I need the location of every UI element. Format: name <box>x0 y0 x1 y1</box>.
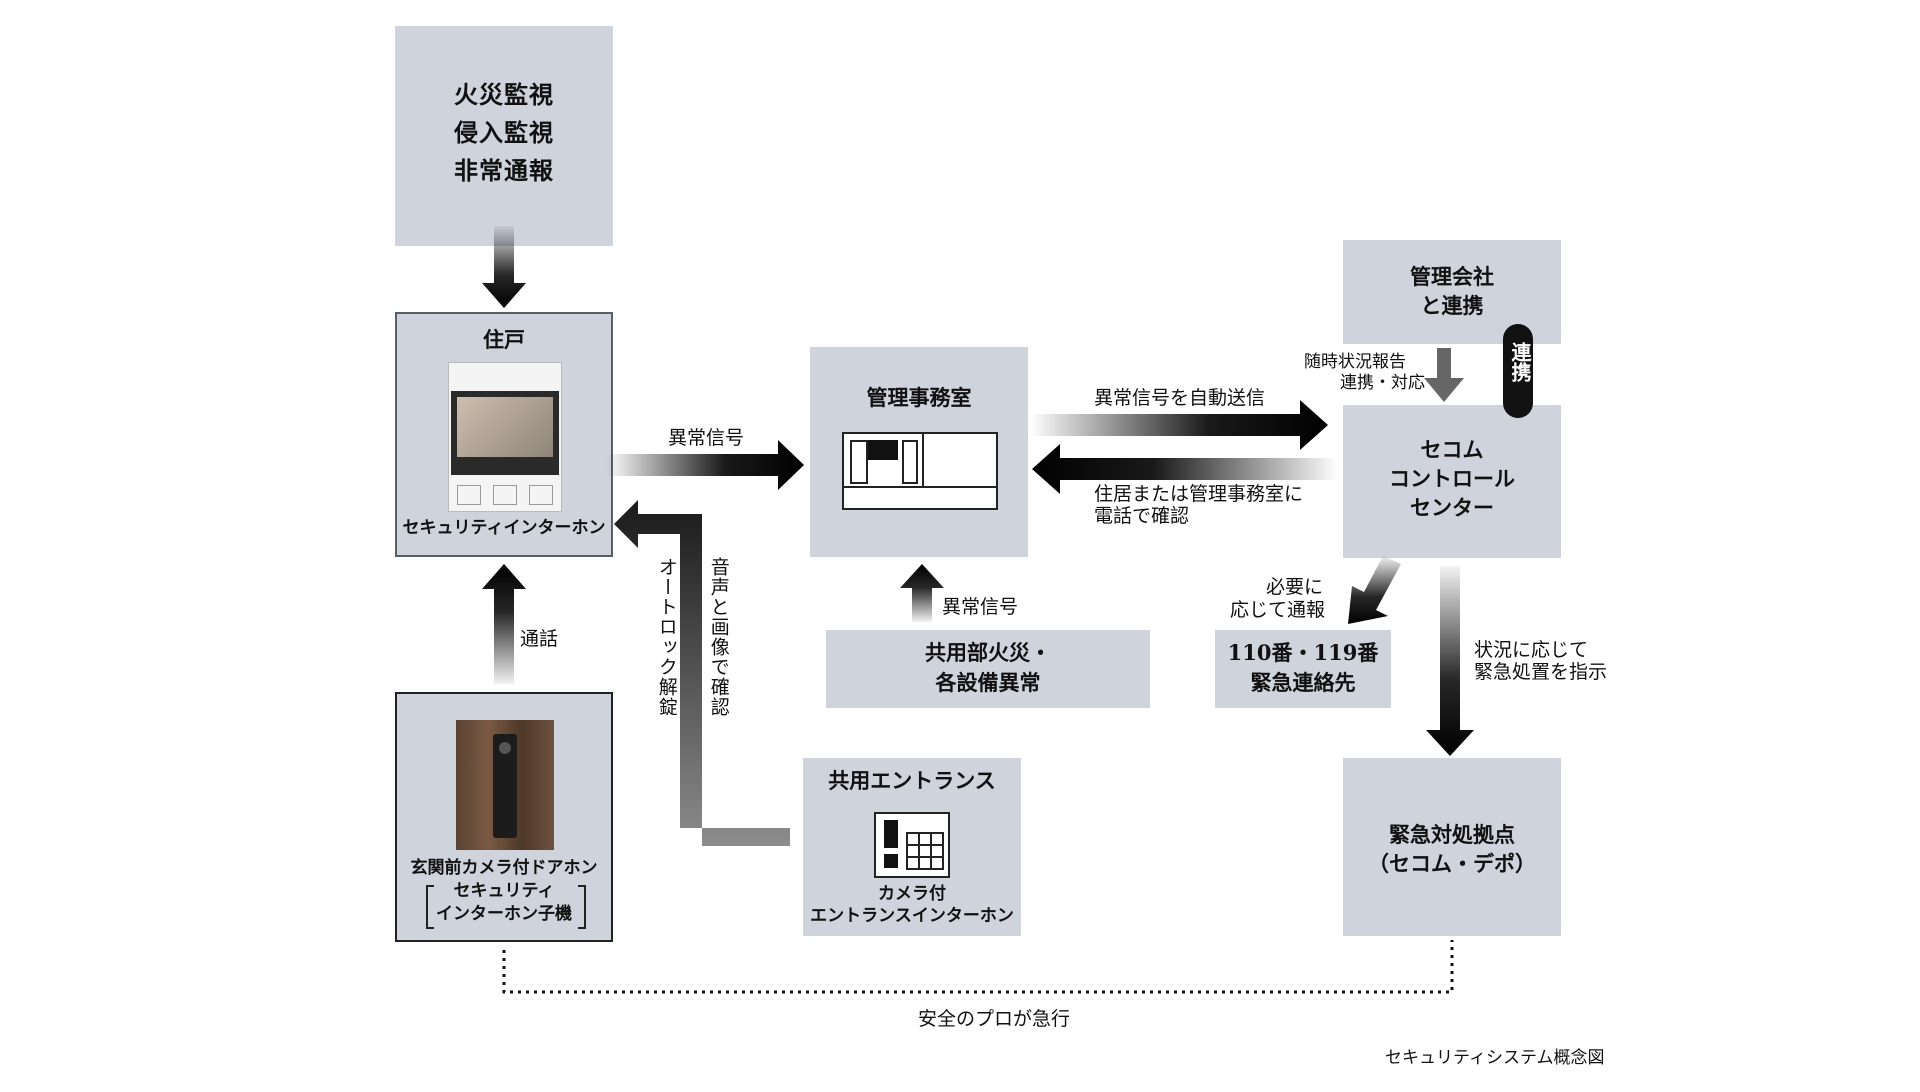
secom-center-box <box>1343 405 1561 558</box>
common-alarm-line-2: 各設備異常 <box>935 670 1041 695</box>
console-screen-right <box>902 440 918 484</box>
entrance-line-1: カメラ付 <box>878 884 946 904</box>
mgmt-company-line-2: と連携 <box>1420 293 1484 318</box>
common-alarm-box <box>826 630 1150 708</box>
arrow-monitor-to-dwelling <box>482 226 526 308</box>
depot-line-1: 緊急対処拠点 <box>1389 822 1515 847</box>
emergency-numbers-line-2: 緊急連絡先 <box>1250 670 1356 695</box>
console-screen-small <box>850 440 868 484</box>
console-divider-v <box>922 434 924 486</box>
common-alarm-line-1: 共用部火災・ <box>925 640 1051 665</box>
entrance-line-2: エントランスインターホン <box>810 906 1014 926</box>
arrow-alarm-to-office <box>900 564 944 622</box>
camera-lens-icon <box>499 742 511 754</box>
label-phone-confirm-2: 電話で確認 <box>1094 505 1190 527</box>
label-notify-1: 必要に <box>1266 576 1324 598</box>
office-console-icon <box>842 432 998 510</box>
door-camera-line-2: セキュリティ <box>453 881 555 901</box>
label-report-1: 随時状況報告 <box>1304 352 1406 372</box>
label-call: 通話 <box>520 628 559 650</box>
dotted-rush-line <box>502 940 1454 994</box>
label-instruct-1: 状況に応じて <box>1474 639 1589 661</box>
entrance-title: 共用エントランス <box>828 768 996 793</box>
emergency-numbers-box <box>1215 630 1391 708</box>
diagram-caption: セキュリティシステム概念図 <box>1385 1048 1605 1068</box>
arrow-door-to-dwelling <box>482 564 526 684</box>
intercom-button-2 <box>493 485 517 505</box>
mgmt-company-line-1: 管理会社 <box>1410 264 1494 289</box>
depot-line-2: （セコム・デポ） <box>1368 851 1536 876</box>
intercom-screen <box>451 391 559 475</box>
label-rush: 安全のプロが急行 <box>918 1008 1071 1030</box>
monitoring-line-1: 火災監視 <box>454 80 554 109</box>
secom-center-line-3: センター <box>1410 495 1494 520</box>
arrow-entrance-to-dwelling <box>614 500 790 846</box>
door-camera-line-1: 玄関前カメラ付ドアホン <box>410 858 598 878</box>
label-auto-lock: オートロック解錠 <box>655 557 678 717</box>
label-report-2: 連携・対応 <box>1340 373 1425 393</box>
door-camera-line-3: インターホン子機 <box>436 904 572 924</box>
screen-image <box>457 397 553 457</box>
label-abnormal-signal-2: 異常信号 <box>942 596 1019 618</box>
label-cooperate: 連携 <box>1508 342 1532 382</box>
emergency-numbers-line-1: 110番・119番 <box>1227 640 1379 665</box>
arrow-secom-to-depot <box>1426 566 1474 756</box>
bracket-left <box>426 885 434 929</box>
entrance-intercom-icon <box>874 812 950 878</box>
label-auto-send: 異常信号を自動送信 <box>1094 387 1266 409</box>
label-notify-2: 応じて通報 <box>1230 599 1326 621</box>
arrow-secom-to-emergency <box>1348 556 1401 624</box>
secom-center-line-2: コントロール <box>1389 466 1515 491</box>
dwelling-device-label: セキュリティインターホン <box>402 518 606 538</box>
console-screen-dark <box>868 440 898 460</box>
bracket-right <box>578 885 586 929</box>
office-title: 管理事務室 <box>866 385 972 410</box>
cooperate-pill <box>1503 324 1533 418</box>
label-abnormal-signal-1: 異常信号 <box>668 427 745 449</box>
entrance-speaker <box>884 820 898 848</box>
arrow-office-to-secom <box>1030 400 1328 450</box>
security-intercom-monitor <box>448 362 562 512</box>
arrow-secom-to-office <box>1032 444 1338 494</box>
label-phone-confirm-1: 住居または管理事務室に <box>1094 483 1304 505</box>
monitoring-line-2: 侵入監視 <box>454 118 554 147</box>
arrow-dwelling-to-office <box>606 440 804 490</box>
door-camera-photo <box>456 720 554 850</box>
monitoring-line-3: 非常通報 <box>454 156 554 185</box>
entrance-keypad <box>906 832 944 870</box>
intercom-button-3 <box>529 485 553 505</box>
entrance-button <box>884 854 898 868</box>
depot-box <box>1343 758 1561 936</box>
door-camera-unit <box>493 734 517 838</box>
arrow-mgmt-to-secom <box>1424 348 1464 402</box>
label-instruct-2: 緊急処置を指示 <box>1474 661 1608 683</box>
dwelling-title: 住戸 <box>483 327 525 352</box>
label-voice-image: 音声と画像で確認 <box>707 557 730 717</box>
monitoring-box <box>395 26 613 246</box>
intercom-button-1 <box>457 485 481 505</box>
secom-center-line-1: セコム <box>1420 437 1484 462</box>
console-panel-divider <box>844 486 996 488</box>
